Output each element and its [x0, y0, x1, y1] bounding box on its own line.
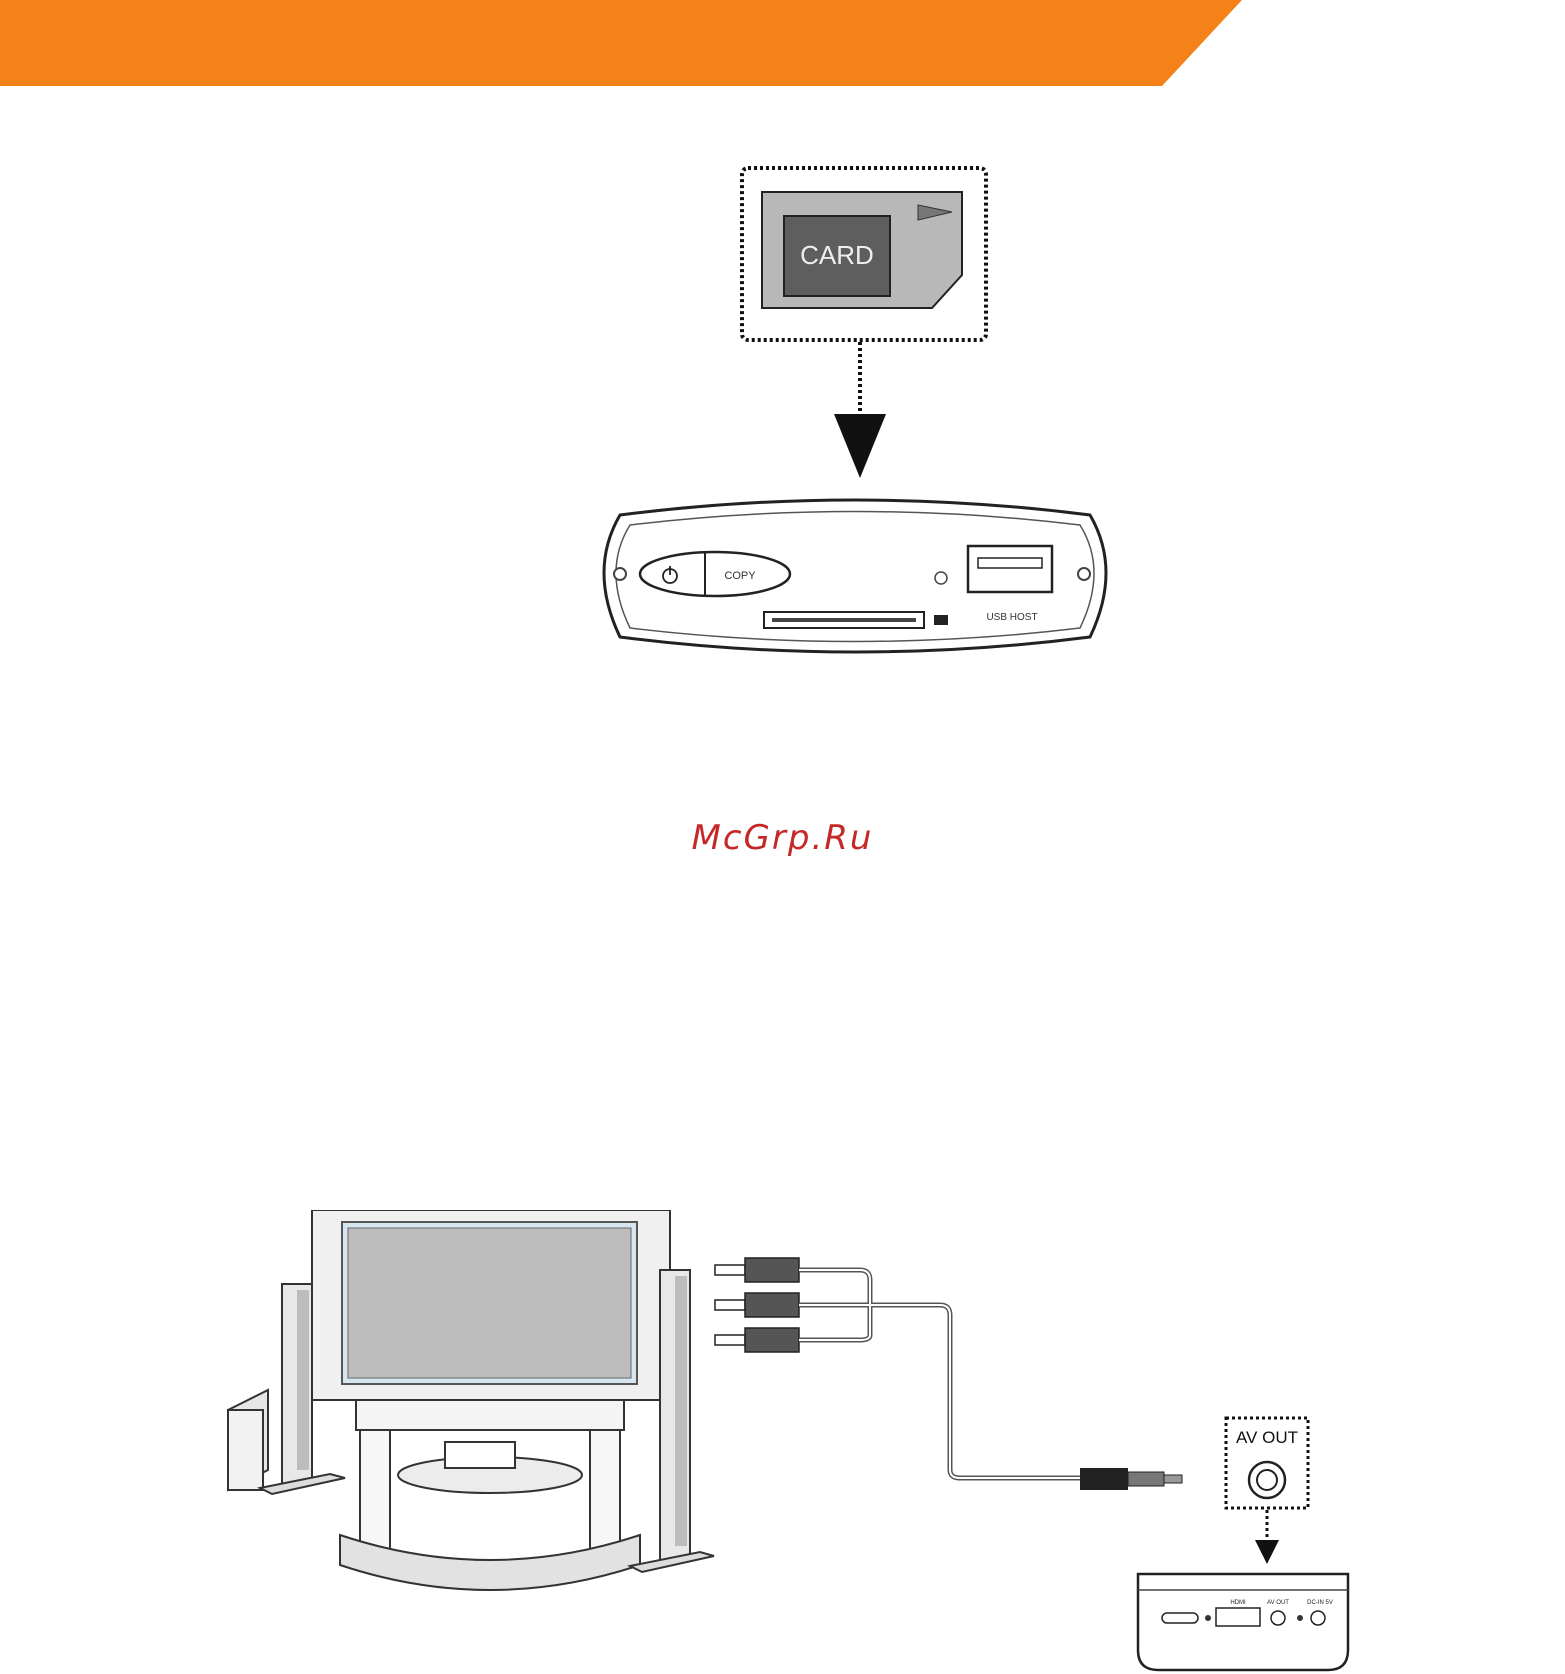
card-label: CARD: [800, 240, 874, 270]
memory-card-icon: CARD: [762, 192, 962, 308]
av-out-label: AV OUT: [1236, 1428, 1298, 1447]
dc-in-label: DC-IN 5V: [1307, 1600, 1333, 1606]
usb-port: [968, 546, 1052, 592]
rca-plugs-icon: [715, 1258, 799, 1352]
header-banner: [0, 0, 1565, 86]
av-out-small-label: AV OUT: [1267, 1600, 1289, 1606]
television-icon: [312, 1210, 670, 1590]
copy-label: COPY: [724, 570, 756, 582]
hdmi-label: HDMI: [1230, 1600, 1246, 1606]
usb-label: USB HOST: [986, 612, 1037, 623]
card-insertion-diagram: CARD COPY USB HOST: [560, 150, 1140, 680]
hdmi-port: [1216, 1608, 1260, 1626]
subwoofer-icon: [228, 1390, 268, 1490]
device-front-panel: COPY USB HOST: [604, 500, 1106, 652]
screw-icon: [1078, 568, 1090, 580]
av-connection-diagram: AV OUT HDMI AV OUT DC-IN 5V: [220, 1210, 1565, 1674]
device-rear-panel: HDMI AV OUT DC-IN 5V: [1138, 1574, 1348, 1670]
watermark: McGrp.Ru: [0, 818, 1565, 858]
down-arrow-icon: [1255, 1540, 1279, 1564]
audio-jack-icon: [1080, 1468, 1182, 1490]
av-out-port: [1271, 1611, 1285, 1625]
mini-usb-port: [1162, 1613, 1198, 1623]
down-arrow-icon: [834, 414, 886, 478]
dc-in-port: [1311, 1611, 1325, 1625]
status-led-icon: [935, 572, 947, 584]
card-led-icon: [934, 615, 948, 625]
dvd-player-icon: [445, 1442, 515, 1468]
screw-icon: [614, 568, 626, 580]
av-cable: [799, 1270, 1080, 1478]
